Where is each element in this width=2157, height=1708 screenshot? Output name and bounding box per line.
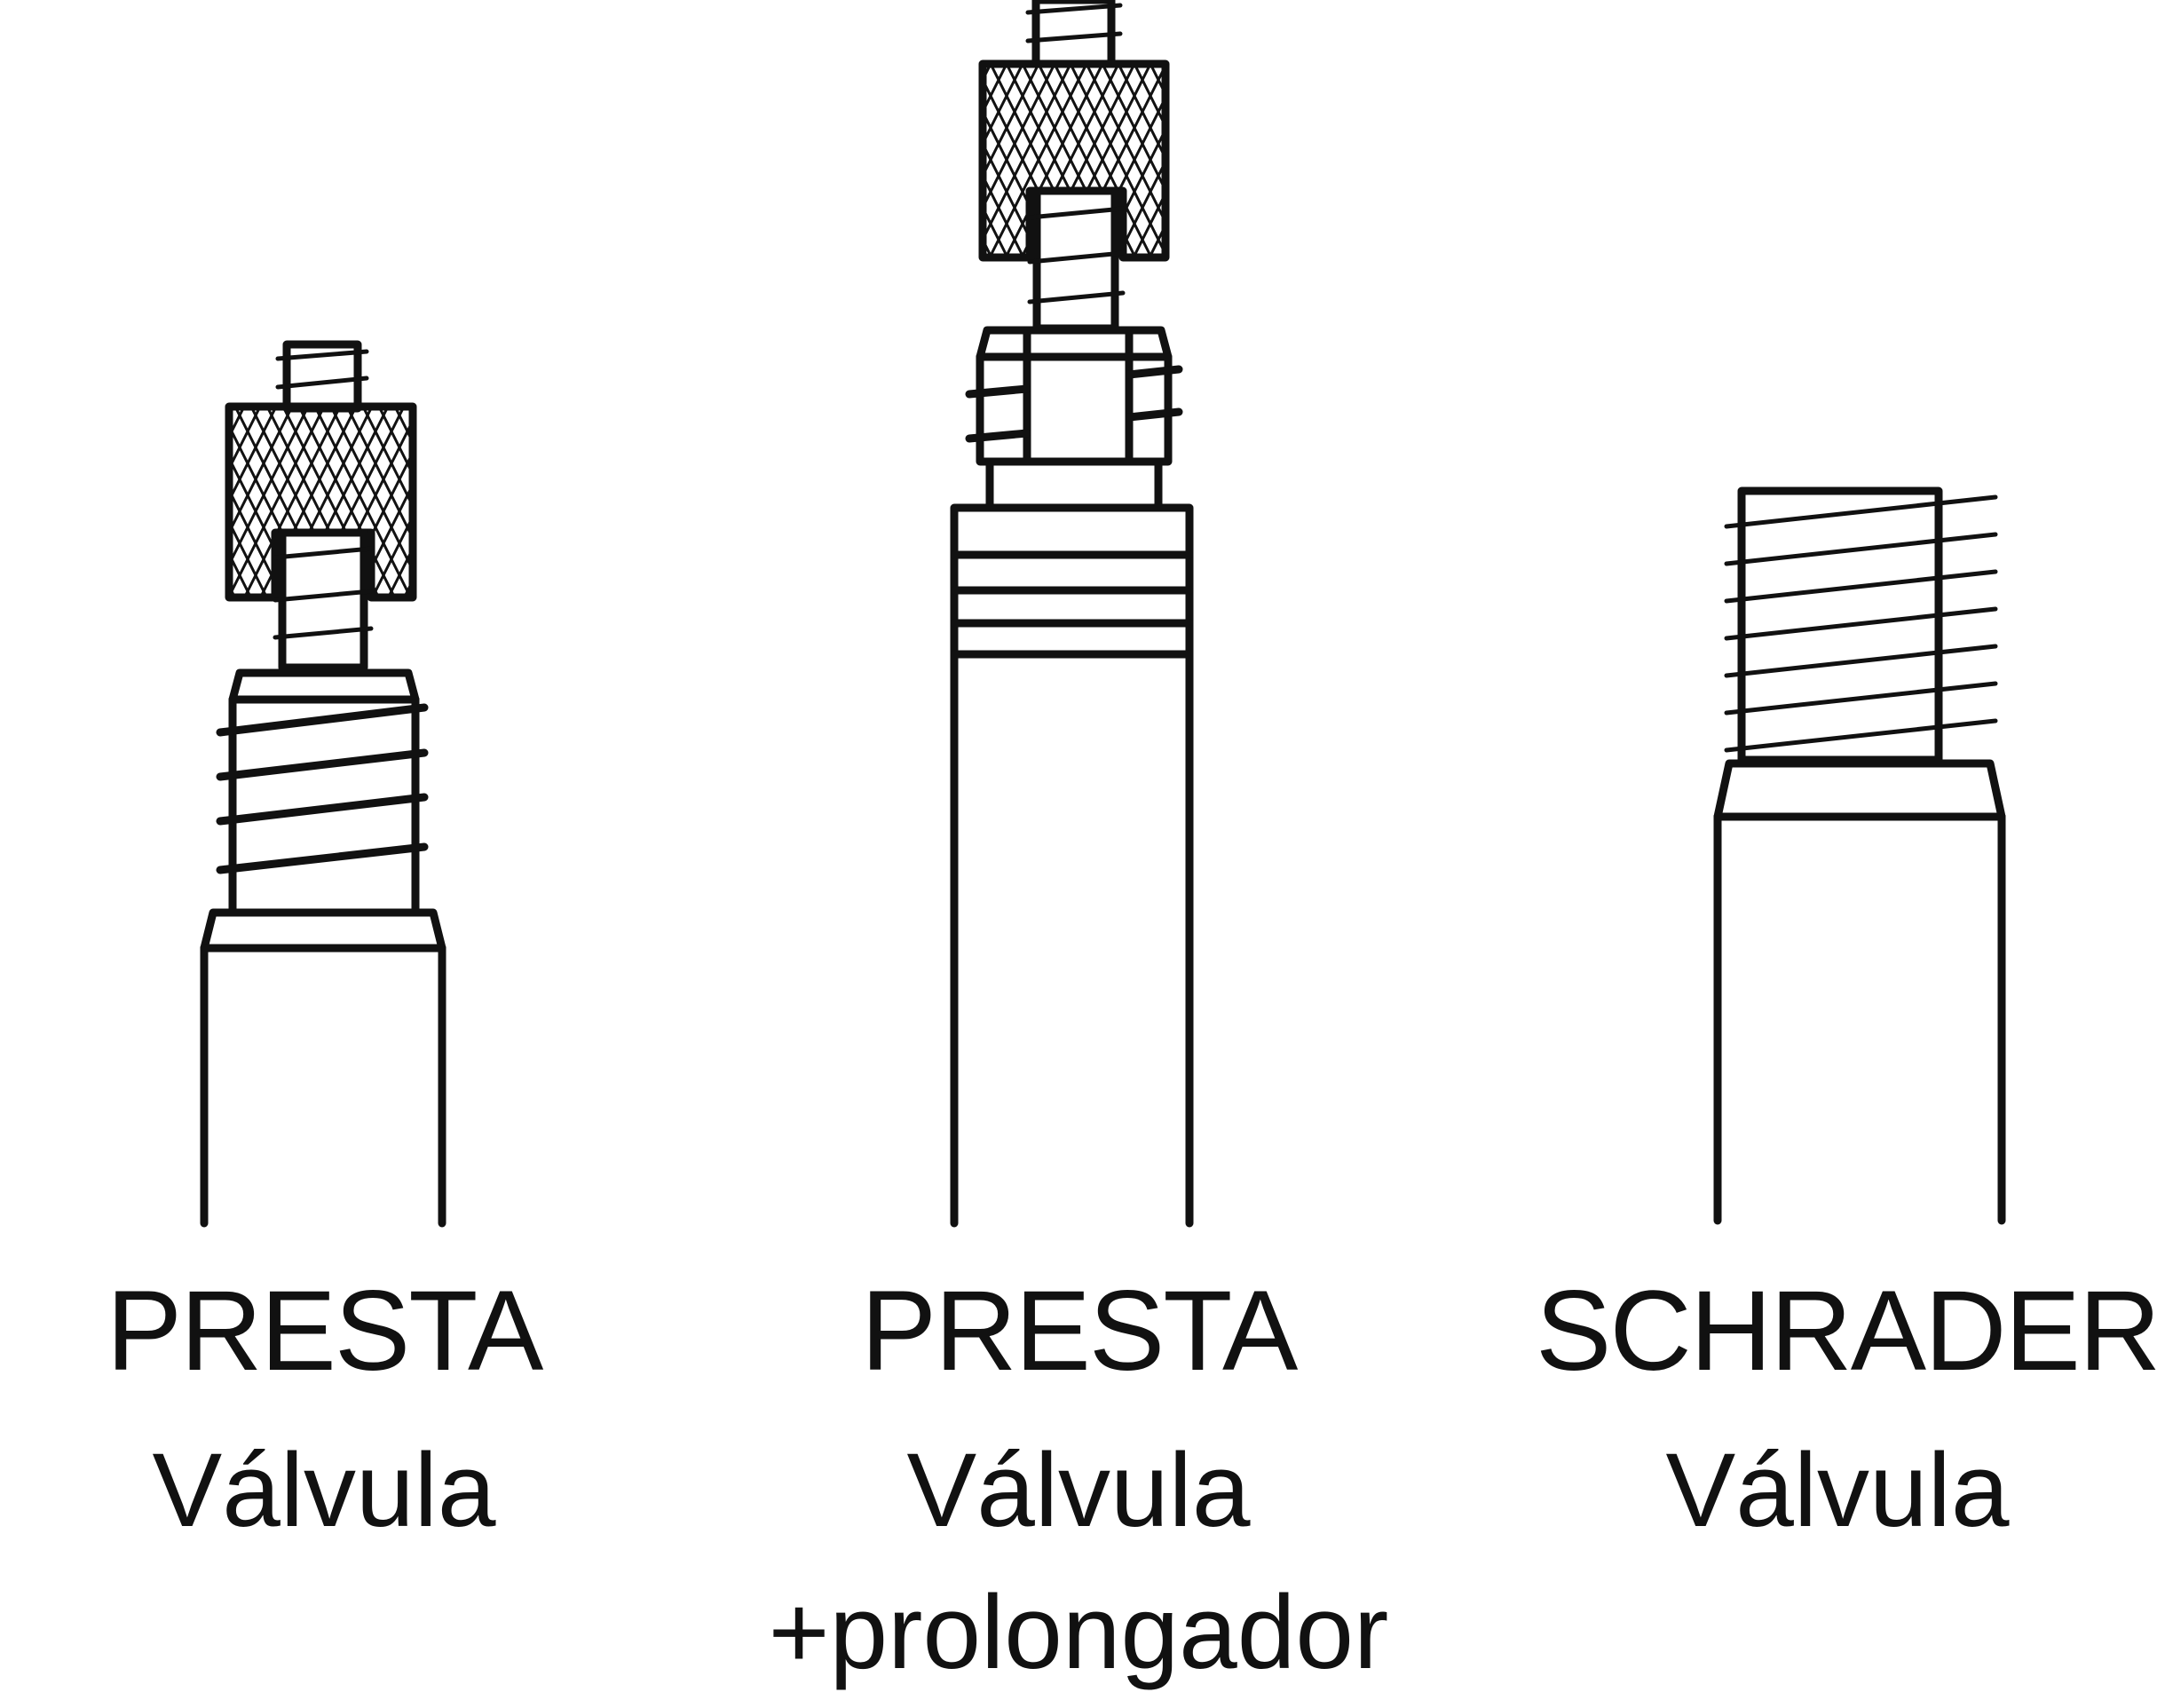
valve-type-label: PRESTA [860, 1268, 1299, 1395]
valve-name-label: Válvula [906, 1432, 1251, 1549]
valve-name-label: Válvula [152, 1432, 496, 1549]
presta-extender-valve-illustration [950, 0, 1194, 1228]
valve-extender-label: +prolongador [768, 1574, 1389, 1691]
presta-valve-illustration [200, 340, 446, 1228]
valve-type-label: PRESTA [106, 1268, 544, 1395]
valve-type-label: SCHRADER [1536, 1268, 2157, 1395]
schrader-valve-illustration [1713, 486, 2006, 1225]
valve-name-label: Válvula [1665, 1432, 2010, 1549]
